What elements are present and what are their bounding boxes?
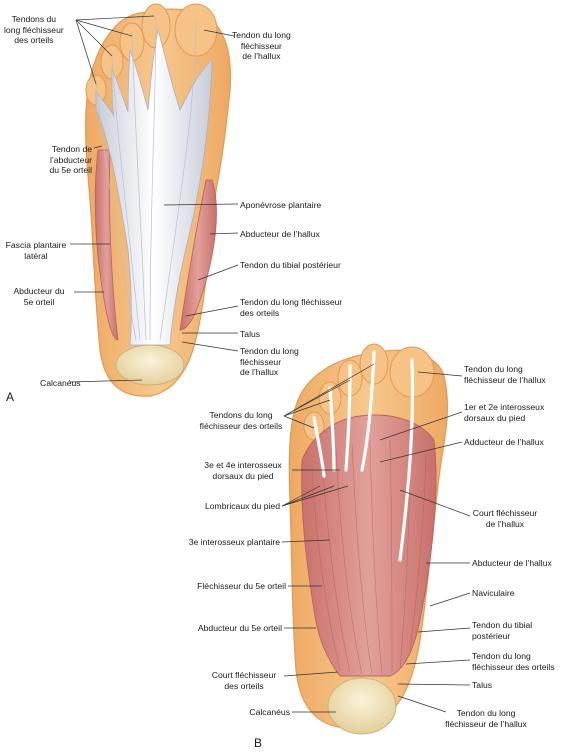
panel-b-label-adducteur-hallux: Adducteur de l’hallux	[464, 437, 544, 447]
panel-b-label-court-flechisseur-hallux: Court fléchisseur de l’hallux	[472, 508, 538, 529]
panel-a-label-tendon-long-flechisseur-hallux: Tendon du long fléchisseur de l’hallux	[232, 30, 291, 61]
panel-a-label-tendon-abducteur-5e: Tendon de l’abducteur du 5e orteil	[49, 144, 92, 175]
panel-b-label-court-flechisseur-orteils: Court fléchisseur des orteils	[211, 670, 277, 691]
panel-a-label-tendon-tibial-posterieur: Tendon du tibial postérieur	[240, 260, 341, 270]
panel-b-label-interosseux-plantaire: 3e interosseux plantaire	[188, 537, 280, 547]
panel-a-label-abducteur-hallux: Abducteur de l’hallux	[240, 229, 320, 239]
panel-a-label-abducteur-5e: Abducteur du 5e orteil	[13, 286, 65, 307]
panel-a-label-tendons-long-flechisseur-orteils: Tendons du long fléchisseur des orteils	[4, 14, 64, 45]
panel-a-label-calcaneus: Calcanéus	[40, 378, 81, 388]
panel-b-label-tendon-tibial-posterieur: Tendon du tibial postérieur	[472, 620, 533, 641]
panel-b-label-tendons-long-flechisseur-orteils: Tendons du long fléchisseur des orteils	[199, 410, 283, 431]
panel-a-aponevrose	[95, 29, 213, 346]
panel-b-label-calcaneus: Calcanéus	[249, 707, 290, 717]
panel-b-foot	[288, 343, 449, 735]
panel-a-calcaneus	[115, 344, 185, 386]
panel-b-label-interosseux-1-2: 1er et 2e interosseux dorsaux du pied	[464, 402, 545, 423]
panel-a-label-tendon-long-flechisseur-hallux-2: Tendon du long fléchisseur de l’hallux	[240, 346, 299, 377]
panel-b-label-interosseux-3-4: 3e et 4e interosseux dorsaux du pied	[204, 460, 282, 481]
panel-b-label-flechisseur-5e: Fléchisseur du 5e orteil	[197, 581, 286, 591]
panel-b-letter: B	[254, 736, 263, 750]
panel-a-label-aponevrose-plantaire: Aponévrose plantaire	[240, 200, 322, 210]
panel-a-abducteur-hallux	[179, 179, 217, 331]
panel-b-calcaneus	[327, 677, 397, 735]
panel-a-label-tendon-long-flechisseur-orteils: Tendon du long fléchisseur des orteils	[240, 297, 343, 318]
panel-a-label-talus: Talus	[240, 329, 261, 339]
panel-b-label-lombricaux: Lombricaux du pied	[204, 501, 280, 511]
panel-b-label-naviculaire: Naviculaire	[472, 588, 515, 598]
panel-a-letter: A	[6, 390, 15, 404]
panel-a-foot	[85, 3, 232, 397]
panel-b-label-tendon-long-flechisseur-hallux-2: Tendon du long fléchisseur de l’hallux	[445, 708, 527, 729]
panel-b-toe-tendons	[312, 350, 415, 562]
panel-b-label-tendon-long-flechisseur-orteils: Tendon du long fléchisseur des orteils	[472, 651, 555, 672]
panel-a-abducteur-5e	[94, 149, 119, 341]
panel-b-label-tendon-long-flechisseur-hallux: Tendon du long fléchisseur de l’hallux	[464, 364, 546, 385]
panel-b-leader-lines	[281, 363, 471, 713]
panel-a-tendon-strands	[95, 15, 197, 341]
panel-b-label-talus: Talus	[472, 680, 493, 690]
panel-a-label-fascia-plantaire-lateral: Fascia plantaire latéral	[5, 240, 67, 261]
panel-b-label-abducteur-hallux: Abducteur de l’hallux	[472, 558, 552, 568]
panel-b-muscles	[301, 414, 437, 677]
panel-a-leader-lines	[69, 15, 239, 383]
panel-b-label-abducteur-5e: Abducteur du 5e orteil	[197, 623, 282, 633]
